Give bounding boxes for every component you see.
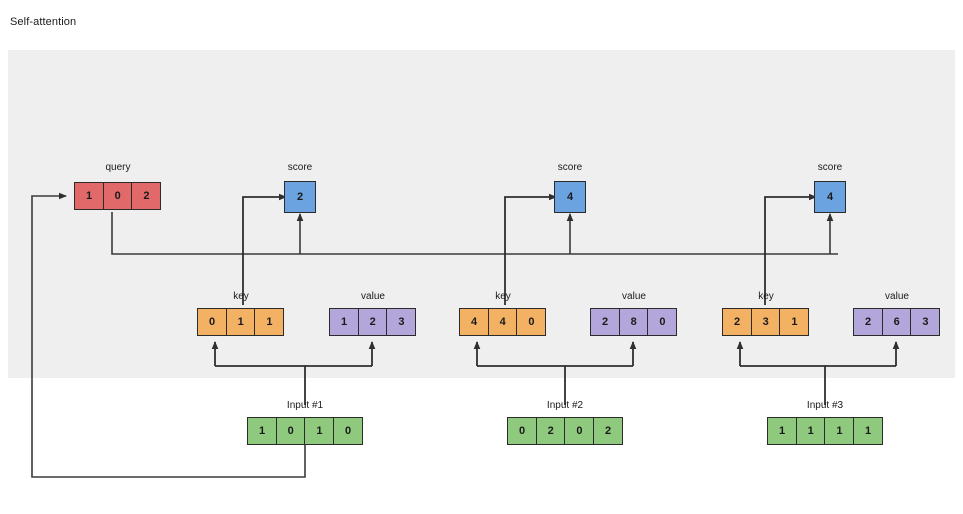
value-vector: 1 2 3 — [329, 308, 417, 336]
value-label: value — [622, 291, 646, 302]
key-cell: 0 — [197, 308, 227, 336]
score-box: 4 — [554, 181, 586, 213]
input-label: Input #1 — [286, 400, 324, 411]
input-label: Input #3 — [806, 400, 844, 411]
score-label: score — [557, 162, 583, 173]
key-vector: 2 3 1 — [722, 308, 810, 336]
input-cell: 1 — [853, 417, 884, 445]
score-label: score — [817, 162, 843, 173]
value-cell: 6 — [881, 308, 912, 336]
key-cell: 4 — [459, 308, 489, 336]
value-cell: 3 — [910, 308, 941, 336]
query-cell: 0 — [102, 182, 133, 210]
input-cell: 0 — [507, 417, 537, 445]
score-box: 4 — [814, 181, 846, 213]
key-cell: 1 — [225, 308, 256, 336]
score-cell: 4 — [814, 181, 846, 213]
input-cell: 1 — [304, 417, 335, 445]
query-bus-to-score-arrows — [296, 213, 834, 254]
input-vector: 0 2 0 2 — [507, 417, 624, 445]
score-cell: 4 — [554, 181, 586, 213]
input-cell: 0 — [275, 417, 306, 445]
input-cell: 0 — [564, 417, 595, 445]
value-label: value — [361, 291, 385, 302]
input-cell: 1 — [795, 417, 826, 445]
value-vector: 2 8 0 — [590, 308, 678, 336]
key-label: key — [495, 291, 511, 302]
value-cell: 3 — [386, 308, 417, 336]
query-bus-wire — [111, 212, 838, 255]
query-vector: 1 0 2 — [74, 182, 162, 210]
query-label: query — [105, 162, 131, 173]
key-cell: 2 — [722, 308, 752, 336]
score-box: 2 — [284, 181, 316, 213]
key-cell: 4 — [487, 308, 518, 336]
input-cell: 0 — [333, 417, 364, 445]
score-cell: 2 — [284, 181, 316, 213]
value-cell: 0 — [647, 308, 678, 336]
key-label: key — [758, 291, 774, 302]
value-vector: 2 6 3 — [853, 308, 941, 336]
input-cell: 2 — [593, 417, 624, 445]
input-label: Input #2 — [546, 400, 584, 411]
key-vector: 4 4 0 — [459, 308, 547, 336]
input-vector: 1 1 1 1 — [767, 417, 884, 445]
query-cell: 2 — [131, 182, 162, 210]
value-cell: 2 — [853, 308, 883, 336]
input-cell: 1 — [824, 417, 855, 445]
value-cell: 1 — [329, 308, 359, 336]
key-vector: 0 1 1 — [197, 308, 285, 336]
score-label: score — [287, 162, 313, 173]
key-cell: 1 — [779, 308, 810, 336]
input-cell: 1 — [247, 417, 277, 445]
input-to-query-wire — [31, 192, 306, 478]
key-cell: 3 — [750, 308, 781, 336]
value-cell: 2 — [357, 308, 388, 336]
value-cell: 2 — [590, 308, 620, 336]
input-cell: 1 — [767, 417, 797, 445]
value-cell: 8 — [618, 308, 649, 336]
input-fork-wires — [215, 365, 896, 405]
fork-to-kv-arrows — [211, 341, 900, 366]
key-label: key — [233, 291, 249, 302]
key-cell: 1 — [254, 308, 285, 336]
page-title: Self-attention — [10, 16, 77, 28]
input-vector: 1 0 1 0 — [247, 417, 364, 445]
value-label: value — [885, 291, 909, 302]
key-cell: 0 — [516, 308, 547, 336]
key-to-score-arrows — [242, 193, 817, 305]
input-cell: 2 — [535, 417, 566, 445]
query-cell: 1 — [74, 182, 104, 210]
